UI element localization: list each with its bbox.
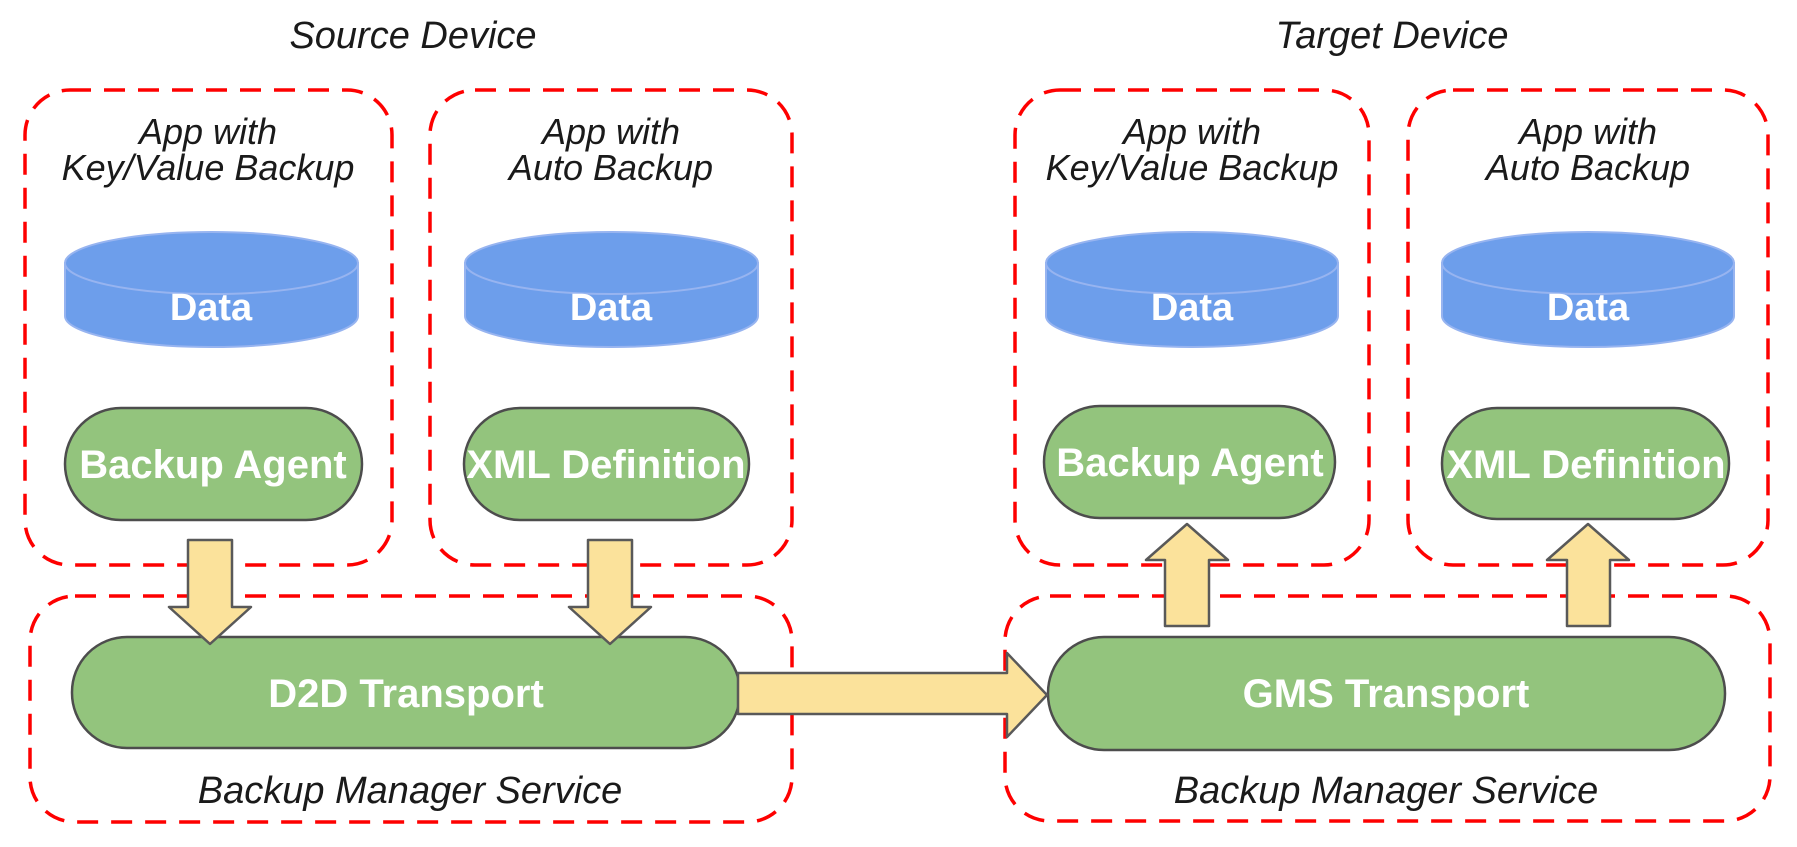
arrow-d2d-to-gms (736, 651, 1049, 739)
component-label: Backup Agent (79, 443, 346, 487)
transport-label: GMS Transport (1243, 672, 1530, 716)
app-title-line1: App with (1121, 111, 1261, 152)
cylinder-top (1045, 231, 1339, 295)
app-title-line2: Key/Value Backup (1046, 147, 1339, 188)
backup-agent-pill: Backup Agent (63, 406, 364, 522)
data-cylinder: Data (464, 231, 759, 348)
target-device-title: Target Device (1275, 15, 1508, 57)
component-label: XML Definition (466, 443, 745, 487)
service-label: Backup Manager Service (1174, 770, 1599, 812)
arrow-source-xml-to-d2d (567, 538, 653, 646)
cylinder-top (464, 231, 759, 295)
target-app-auto-backup: App with Auto Backup Data XML Definition (1406, 88, 1770, 567)
target-device-section: Target Device App with Key/Value Backup … (1003, 15, 1772, 823)
app-title-line2: Auto Backup (1484, 147, 1690, 188)
cylinder-top (1441, 231, 1735, 295)
data-cylinder: Data (1441, 231, 1735, 348)
service-label: Backup Manager Service (198, 770, 623, 812)
backup-agent-pill: Backup Agent (1042, 404, 1337, 520)
app-title-line1: App with (540, 111, 680, 152)
data-label: Data (170, 287, 253, 329)
source-app-keyvalue-backup: App with Key/Value Backup Data Backup Ag… (23, 88, 394, 567)
component-pill-shape (1042, 404, 1337, 520)
source-app-auto-backup: App with Auto Backup Data XML Definition (428, 88, 794, 567)
source-device-section: Source Device App with Key/Value Backup … (23, 15, 794, 824)
app-title-line2: Key/Value Backup (62, 147, 355, 188)
data-label: Data (1151, 287, 1234, 329)
target-app-keyvalue-backup: App with Key/Value Backup Data Backup Ag… (1013, 88, 1371, 567)
component-label: Backup Agent (1056, 441, 1323, 485)
source-device-title: Source Device (289, 15, 536, 57)
arrow-source-backup-agent-to-d2d (167, 538, 253, 646)
data-cylinder: Data (64, 231, 359, 348)
app-title-line1: App with (137, 111, 277, 152)
source-backup-manager-service: D2D Transport Backup Manager Service (28, 594, 794, 824)
data-label: Data (570, 287, 653, 329)
gms-transport-pill (1046, 635, 1727, 752)
transport-label: D2D Transport (268, 672, 544, 716)
xml-definition-pill: XML Definition (1440, 406, 1731, 521)
app-title-line1: App with (1517, 111, 1657, 152)
xml-definition-pill: XML Definition (462, 406, 751, 522)
arrow-gms-to-target-xml (1545, 522, 1631, 628)
component-pill-shape (462, 406, 751, 522)
component-pill-shape (63, 406, 364, 522)
arrow-gms-to-target-backup-agent (1144, 522, 1230, 628)
app-title-line2: Auto Backup (507, 147, 713, 188)
component-label: XML Definition (1446, 443, 1725, 487)
target-backup-manager-service: GMS Transport Backup Manager Service (1003, 594, 1772, 823)
cylinder-top (64, 231, 359, 295)
component-pill-shape (1440, 406, 1731, 521)
flow-arrows (167, 522, 1631, 739)
app-boundary-box (23, 88, 394, 567)
data-label: Data (1547, 287, 1630, 329)
data-cylinder: Data (1045, 231, 1339, 348)
